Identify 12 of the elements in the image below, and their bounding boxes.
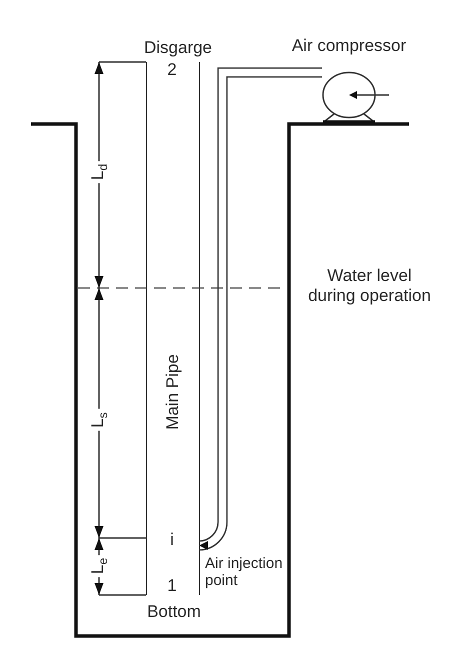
point-number: 2 [167,60,177,80]
point-label: i [170,530,174,550]
compressor-icon [322,71,389,123]
main-pipe [146,62,200,595]
compressor-label: Air compressor [292,36,406,56]
point-number: 1 [167,576,177,596]
pipe-label: Main Pipe [163,354,183,430]
bottom-label: Bottom [147,602,201,622]
water-level-label: Water level during operation [307,266,432,306]
outlet-label: Disgarge [144,38,212,58]
injection-point-label: Air injection point [205,555,284,590]
air-supply-pipe [198,67,322,551]
